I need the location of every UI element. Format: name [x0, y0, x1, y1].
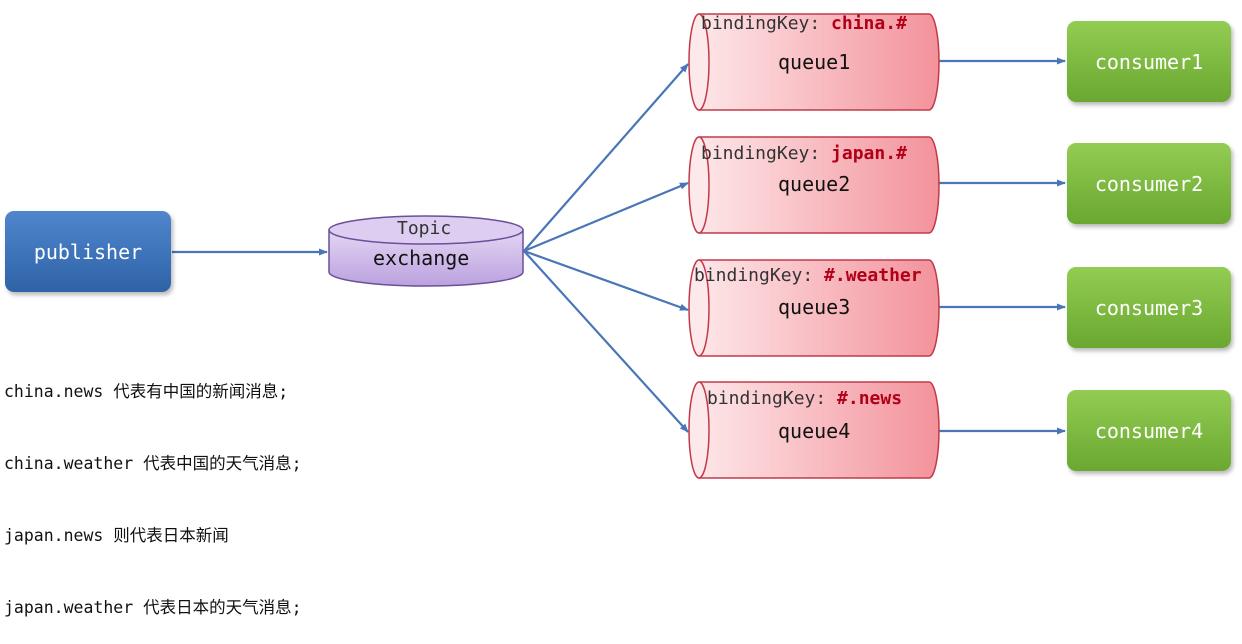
- consumer4-label: consumer4: [1094, 418, 1204, 443]
- note-line-2: china.weather 代表中国的天气消息;: [4, 454, 302, 473]
- queue4-binding-key-prefix: bindingKey:: [707, 388, 838, 409]
- queue3-binding-key-prefix: bindingKey:: [694, 265, 825, 286]
- topic-exchange-diagram: [172, 13, 1066, 479]
- arrow-exchange-to-queue3: [523, 249, 689, 312]
- publisher-label: publisher: [33, 239, 143, 264]
- queue1-binding-key-prefix: bindingKey:: [701, 13, 832, 34]
- note-line-3: japan.news 则代表日本新闻: [4, 526, 229, 545]
- publisher-box: publisher: [5, 211, 171, 292]
- exchange-type-label: Topic: [397, 218, 452, 239]
- arrow-exchange-to-queue4: [523, 250, 689, 433]
- queue3-binding-key: bindingKey: #.weather: [694, 265, 922, 286]
- exchange-label: exchange: [373, 246, 470, 270]
- queue2-label: queue2: [778, 172, 851, 196]
- queue4-binding-key-value: #.news: [837, 388, 903, 409]
- queue2-binding-key-prefix: bindingKey:: [701, 143, 832, 164]
- queue4-cylinder: [688, 381, 940, 479]
- note-line-4: japan.weather 代表日本的天气消息;: [4, 598, 302, 617]
- queue3-binding-key-value: #.weather: [824, 265, 922, 286]
- queue4-label: queue4: [778, 419, 851, 443]
- exchange-cylinder: [328, 215, 524, 287]
- consumer2-box: consumer2: [1067, 143, 1231, 224]
- queue2-cylinder: [688, 136, 940, 234]
- routing-key-notes: china.news 代表有中国的新闻消息; china.weather 代表中…: [4, 332, 302, 644]
- queue1-binding-key-value: china.#: [831, 13, 907, 34]
- queue1-binding-key: bindingKey: china.#: [701, 13, 907, 34]
- note-line-1: china.news 代表有中国的新闻消息;: [4, 382, 289, 401]
- consumer1-box: consumer1: [1067, 21, 1231, 102]
- queue2-binding-key: bindingKey: japan.#: [701, 143, 907, 164]
- queue1-cylinder: [688, 13, 940, 111]
- consumer2-label: consumer2: [1094, 171, 1204, 196]
- queue2-binding-key-value: japan.#: [831, 143, 907, 164]
- consumer3-label: consumer3: [1094, 295, 1204, 320]
- consumer3-box: consumer3: [1067, 267, 1231, 348]
- queue3-label: queue3: [778, 295, 851, 319]
- queue4-binding-key: bindingKey: #.news: [707, 388, 902, 409]
- arrow-exchange-to-queue2: [523, 181, 689, 253]
- queue3-cylinder: [688, 259, 940, 357]
- arrow-exchange-to-queue1: [523, 63, 689, 252]
- consumer1-label: consumer1: [1094, 49, 1204, 74]
- queue1-label: queue1: [778, 50, 851, 74]
- consumer4-box: consumer4: [1067, 390, 1231, 471]
